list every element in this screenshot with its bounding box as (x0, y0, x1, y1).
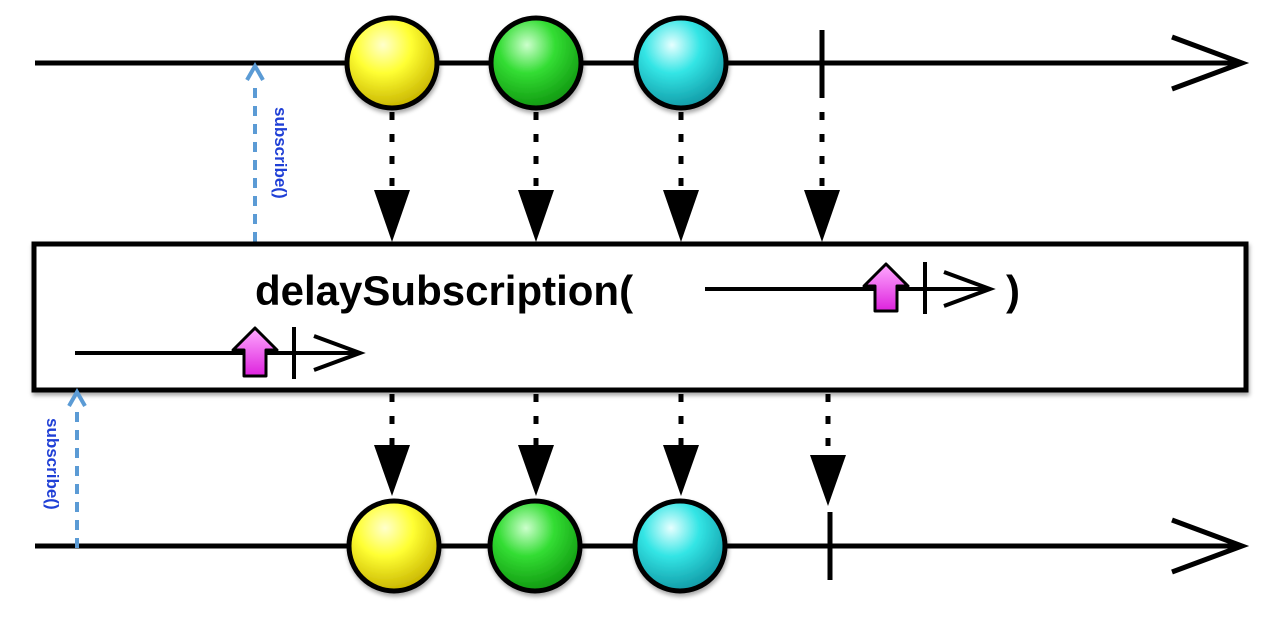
delay-emission-marker (862, 262, 910, 313)
lower-subscribe-arrow (67, 387, 87, 548)
delay-timeline-inline (705, 262, 996, 314)
upper-subscribe-label: subscribe() (271, 107, 290, 199)
lower-subscribe-label: subscribe() (43, 418, 62, 510)
operator-box (31, 241, 1249, 393)
delay-timeline-lower (75, 326, 366, 379)
upper-subscribe-arrow (245, 61, 265, 242)
operator-to-result-arrows (374, 394, 846, 506)
result-marble-green (487, 498, 583, 594)
source-marble-cyan (633, 15, 729, 111)
source-marble-green (488, 15, 584, 111)
operator-name: delaySubscription( (255, 267, 633, 314)
operator-close-paren: ) (1006, 267, 1020, 314)
result-marble-yellow (346, 498, 442, 594)
delay-emission-marker-lower (231, 326, 279, 378)
source-to-operator-arrows (374, 112, 840, 242)
source-marble-yellow (344, 15, 440, 111)
result-marble-cyan (632, 498, 728, 594)
